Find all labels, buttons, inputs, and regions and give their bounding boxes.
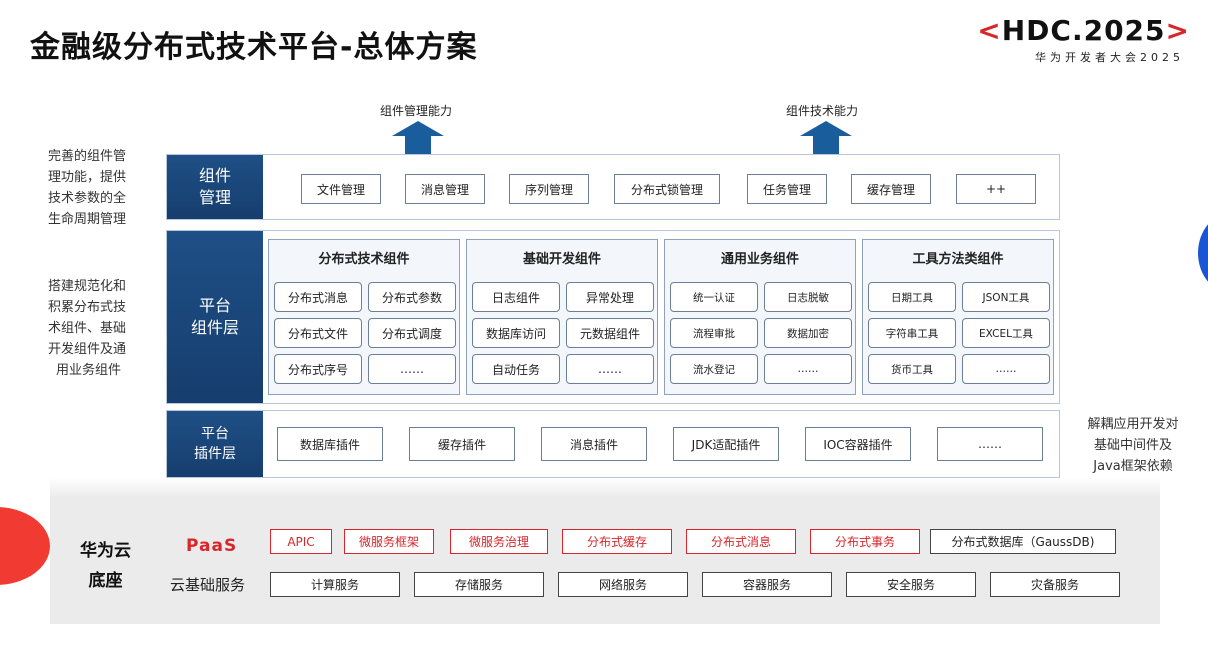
iaas-item: 容器服务 <box>702 572 832 597</box>
management-item: 文件管理 <box>301 174 381 204</box>
component-item: 元数据组件 <box>566 318 654 348</box>
component-item: 流水登记 <box>670 354 758 384</box>
logo-text: HDC.2025 <box>1001 14 1166 47</box>
iaas-item: 灾备服务 <box>990 572 1120 597</box>
plugin-item: 消息插件 <box>541 427 647 461</box>
up-arrow-icon <box>392 121 444 155</box>
paas-item: 微服务框架 <box>344 529 434 554</box>
component-item: …… <box>368 354 456 384</box>
layer-label: 平台插件层 <box>167 411 263 477</box>
component-item: 分布式参数 <box>368 282 456 312</box>
decorative-red-circle <box>0 507 50 585</box>
management-item: 消息管理 <box>405 174 485 204</box>
page-title: 金融级分布式技术平台-总体方案 <box>30 30 478 65</box>
layer-label: 组件管理 <box>167 155 263 219</box>
component-item: 流程审批 <box>670 318 758 348</box>
component-group-tools: 工具方法类组件 日期工具 JSON工具 字符串工具 EXCEL工具 货币工具 …… <box>862 239 1054 395</box>
component-item: …… <box>566 354 654 384</box>
hdc-logo: <HDC.2025> 华为开发者大会2025 <box>977 14 1190 65</box>
component-item: 自动任务 <box>472 354 560 384</box>
component-item: 日志组件 <box>472 282 560 312</box>
component-item: JSON工具 <box>962 282 1050 312</box>
plugin-item: JDK适配插件 <box>673 427 779 461</box>
management-item: 分布式锁管理 <box>614 174 720 204</box>
paas-label: PaaS <box>186 536 238 556</box>
component-management-layer: 组件管理 文件管理 消息管理 序列管理 分布式锁管理 任务管理 缓存管理 ++ <box>166 154 1060 220</box>
side-note-components: 搭建规范化和 积累分布式技 术组件、基础 开发组件及通 用业务组件 <box>48 279 127 378</box>
paas-item: 分布式事务 <box>810 529 920 554</box>
component-group-business: 通用业务组件 统一认证 日志脱敏 流程审批 数据加密 流水登记 …… <box>664 239 856 395</box>
component-item: 数据加密 <box>764 318 852 348</box>
component-item: 分布式文件 <box>274 318 362 348</box>
iaas-item: 安全服务 <box>846 572 976 597</box>
iaas-item: 网络服务 <box>558 572 688 597</box>
platform-plugins-layer: 平台插件层 数据库插件 缓存插件 消息插件 JDK适配插件 IOC容器插件 …… <box>166 410 1060 478</box>
up-arrow-icon <box>800 121 852 155</box>
logo-bracket-left: < <box>977 14 1002 47</box>
management-item: ++ <box>956 174 1036 204</box>
group-title: 分布式技术组件 <box>318 252 410 267</box>
paas-item: 分布式缓存 <box>562 529 672 554</box>
base-label: 华为云 底座 <box>80 541 131 591</box>
iaas-item: 存储服务 <box>414 572 544 597</box>
component-item: …… <box>764 354 852 384</box>
paas-item: 分布式数据库（GaussDB) <box>930 529 1116 554</box>
iaas-label: 云基础服务 <box>170 576 246 594</box>
component-item: 统一认证 <box>670 282 758 312</box>
component-item: 分布式序号 <box>274 354 362 384</box>
group-title: 基础开发组件 <box>522 252 601 267</box>
component-group-distributed: 分布式技术组件 分布式消息 分布式参数 分布式文件 分布式调度 分布式序号 …… <box>268 239 460 395</box>
group-title: 通用业务组件 <box>720 252 799 267</box>
component-item: 字符串工具 <box>868 318 956 348</box>
management-item: 序列管理 <box>509 174 589 204</box>
side-note-management: 完善的组件管 理功能，提供 技术参数的全 生命周期管理 <box>48 149 127 227</box>
platform-components-layer: 平台组件层 分布式技术组件 分布式消息 分布式参数 分布式文件 分布式调度 分布… <box>166 230 1060 404</box>
layer-label: 平台组件层 <box>167 231 263 403</box>
iaas-item: 计算服务 <box>270 572 400 597</box>
logo-bracket-right: > <box>1165 14 1190 47</box>
group-title: 工具方法类组件 <box>912 252 1004 267</box>
component-item: EXCEL工具 <box>962 318 1050 348</box>
plugin-item: 数据库插件 <box>277 427 383 461</box>
logo-subtitle: 华为开发者大会2025 <box>1035 51 1184 64</box>
paas-item: APIC <box>270 529 332 554</box>
management-item: 任务管理 <box>747 174 827 204</box>
base-platform-shadow <box>50 478 1160 498</box>
component-item: 日期工具 <box>868 282 956 312</box>
plugin-item: …… <box>937 427 1043 461</box>
component-item: 分布式消息 <box>274 282 362 312</box>
component-item: 异常处理 <box>566 282 654 312</box>
plugin-item: IOC容器插件 <box>805 427 911 461</box>
component-item: 日志脱敏 <box>764 282 852 312</box>
component-item: 数据库访问 <box>472 318 560 348</box>
arrow-label-management: 组件管理能力 <box>380 104 453 118</box>
component-group-basic-dev: 基础开发组件 日志组件 异常处理 数据库访问 元数据组件 自动任务 …… <box>466 239 658 395</box>
side-note-plugins: 解耦应用开发对 基础中间件及 Java框架依赖 <box>1087 417 1179 474</box>
component-item: 货币工具 <box>868 354 956 384</box>
decorative-blue-circle <box>1198 212 1208 294</box>
plugin-item: 缓存插件 <box>409 427 515 461</box>
component-item: …… <box>962 354 1050 384</box>
management-item: 缓存管理 <box>851 174 931 204</box>
paas-item: 微服务治理 <box>450 529 548 554</box>
component-item: 分布式调度 <box>368 318 456 348</box>
paas-item: 分布式消息 <box>686 529 796 554</box>
huawei-cloud-base: 华为云 底座 PaaS 云基础服务 APIC 微服务框架 微服务治理 分布式缓存… <box>50 498 1160 624</box>
arrow-label-technology: 组件技术能力 <box>786 104 859 118</box>
